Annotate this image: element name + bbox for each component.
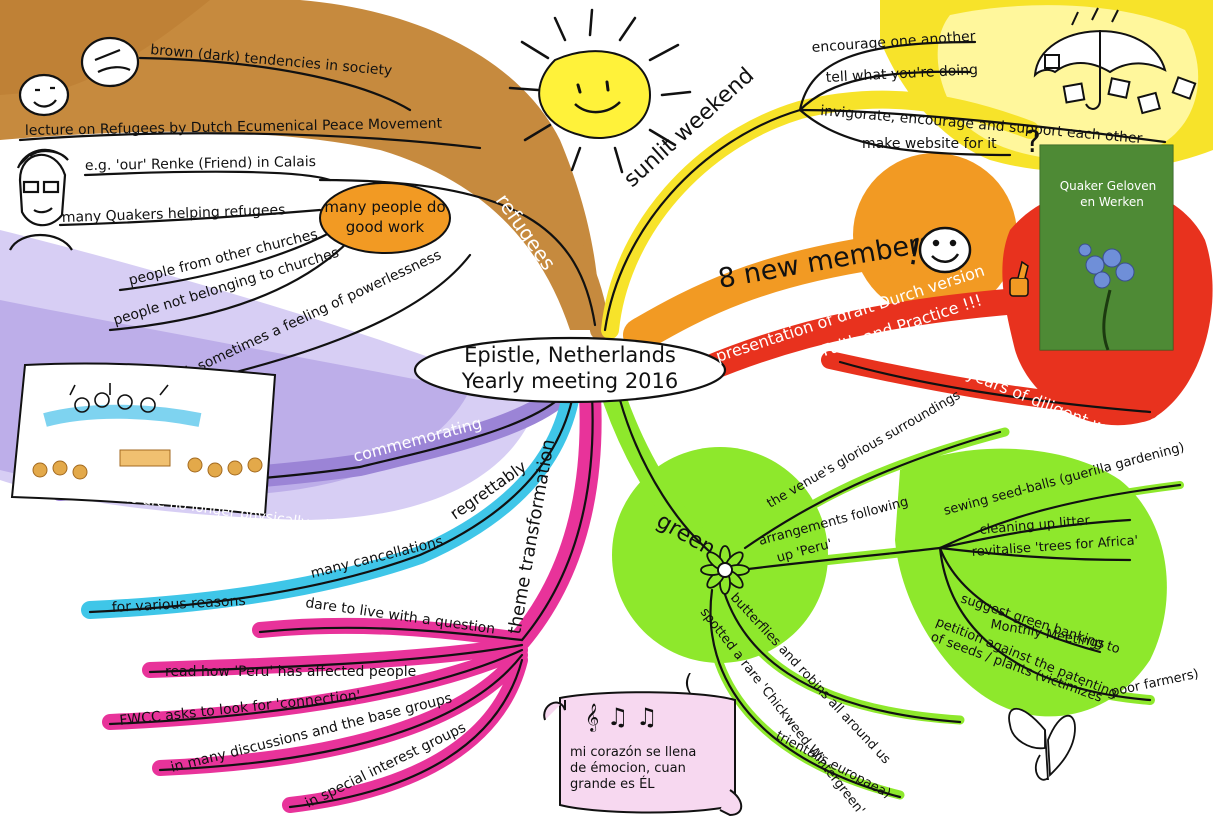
- good-work-line1: many people do: [324, 198, 445, 216]
- central-node: Epistle, Netherlands Yearly meeting 2016: [413, 336, 727, 404]
- refugee-item-1: lecture on Refugees by Dutch Ecumenical …: [25, 116, 443, 139]
- smiley-icon: [918, 226, 972, 274]
- face-doodles: [9, 36, 140, 251]
- song-scroll: 𝄞 ♫ ♫ mi corazón se llena de émocion, cu…: [543, 691, 743, 817]
- book-cover: Quaker Geloven en Werken: [1039, 144, 1174, 351]
- sun-icon: [508, 8, 692, 174]
- regrettably-item-1: for various reasons: [111, 593, 246, 616]
- forget-me-not-flower: [1078, 243, 1135, 289]
- central-title-line1: Epistle, Netherlands: [464, 343, 676, 367]
- butterfly-icon: [1008, 708, 1076, 781]
- book-title-line2: en Werken: [1080, 195, 1144, 209]
- song-line1: mi corazón se llena: [570, 745, 696, 760]
- central-title-line2: Yearly meeting 2016: [461, 369, 679, 393]
- daisy-flower-icon: [700, 545, 750, 595]
- sunlit-item-1: tell what you're doing: [825, 62, 978, 86]
- thumbs-up-icon: [1009, 260, 1029, 297]
- book-title-line1: Quaker Geloven: [1060, 179, 1157, 193]
- question-mark: ?: [1025, 125, 1041, 160]
- good-work-node: [319, 182, 451, 254]
- good-work-line2: good work: [346, 218, 425, 236]
- plant-paren: (: [684, 671, 693, 696]
- song-line2: de émocion, cuan: [570, 761, 686, 776]
- transformation-item-1: read how 'Peru' has affected people: [165, 664, 416, 680]
- song-line3: grande es ÉL: [570, 776, 655, 792]
- refugee-item-2: e.g. 'our' Renke (Friend) in Calais: [85, 154, 316, 174]
- sunlit-item-3: make website for it: [862, 136, 997, 152]
- refugee-item-3: many Quakers helping refugees: [62, 202, 286, 226]
- music-notes-icon: 𝄞 ♫ ♫: [585, 703, 657, 732]
- umbrella-icon: [1033, 7, 1197, 115]
- gathering-sketch: [10, 362, 277, 517]
